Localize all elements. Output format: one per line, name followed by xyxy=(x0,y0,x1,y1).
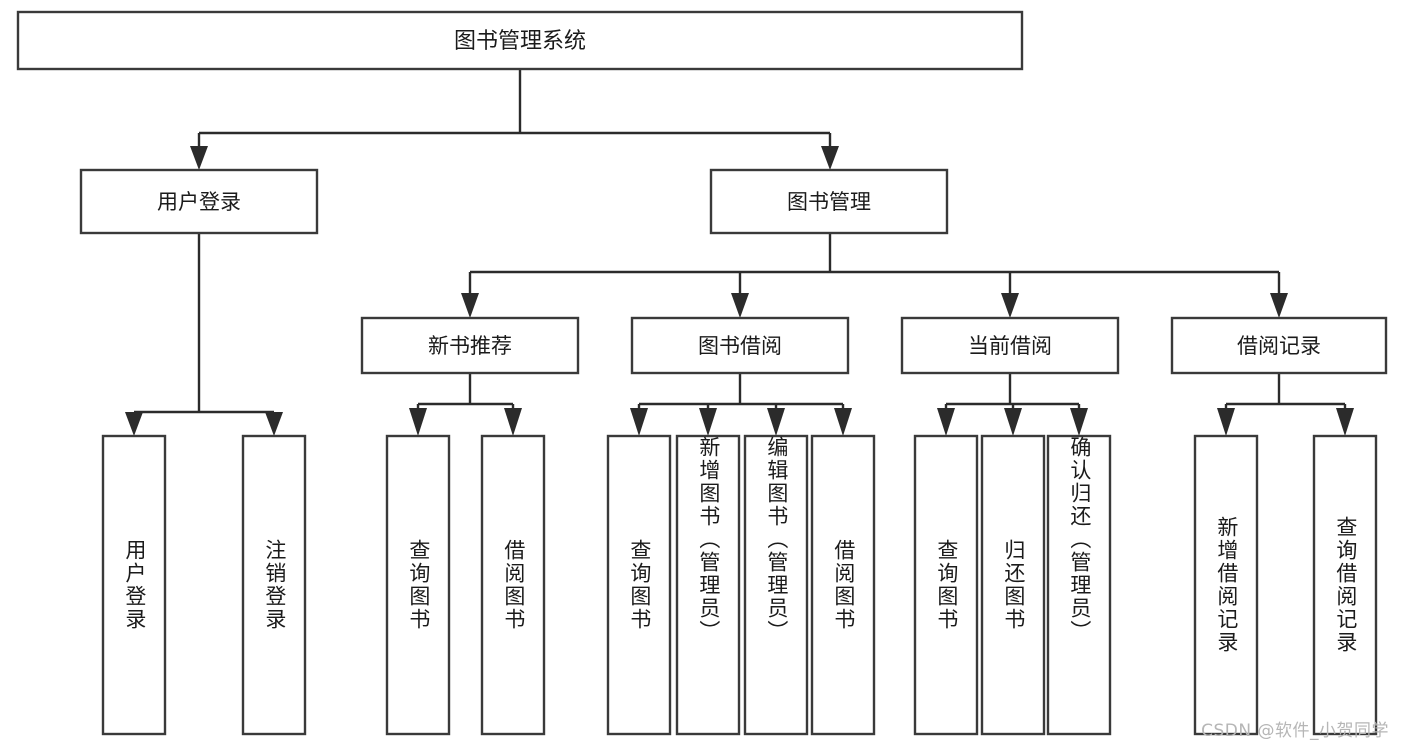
leaf-box-borrow-records-1[interactable] xyxy=(1312,434,1378,736)
arrow-current-borrow-leaf-1 xyxy=(937,408,955,436)
leaf-box-new-book-1[interactable] xyxy=(480,434,546,736)
label-book-borrow: 图书借阅 xyxy=(698,334,782,358)
arrow-new-book-leaf-2 xyxy=(504,408,522,436)
label-borrow-records: 借阅记录 xyxy=(1237,334,1321,358)
arrow-book-borrow-leaf-1 xyxy=(630,408,648,436)
leaf-box-new-book-0[interactable] xyxy=(385,434,451,736)
label-user-login: 用户登录 xyxy=(157,190,241,214)
node-label-group: 图书管理系统 用户登录 图书管理 新书推荐 图书借阅 当前借阅 借阅记录 xyxy=(157,29,1321,358)
arrow-new-book-leaf-1 xyxy=(409,408,427,436)
leaf-box-current-borrow-0[interactable] xyxy=(913,434,979,736)
arrow-current-borrow-leaf-3 xyxy=(1070,408,1088,436)
label-current-borrow: 当前借阅 xyxy=(968,334,1052,358)
node-current-borrow[interactable] xyxy=(900,316,1120,375)
leaf-box-book-borrow-1[interactable] xyxy=(675,434,741,736)
leaf-box-user-login-1[interactable] xyxy=(241,434,307,736)
arrow-borrow-records-leaf-1 xyxy=(1217,408,1235,436)
leaf-box-book-borrow-3[interactable] xyxy=(810,434,876,736)
node-book-borrow[interactable] xyxy=(630,316,850,375)
arrow-book-borrow-leaf-2 xyxy=(699,408,717,436)
arrow-to-borrow-records xyxy=(1270,293,1288,318)
label-book-management: 图书管理 xyxy=(787,190,871,214)
leaf-box-book-borrow-2[interactable] xyxy=(743,434,809,736)
leaf-box-current-borrow-1[interactable] xyxy=(980,434,1046,736)
leaf-box-user-login-0[interactable] xyxy=(101,434,167,736)
arrow-book-borrow-leaf-3 xyxy=(767,408,785,436)
node-box-group xyxy=(16,10,1388,736)
arrow-root-to-book-mgmt xyxy=(821,146,839,170)
leaf-box-current-borrow-2[interactable] xyxy=(1046,434,1112,736)
leaf-box-book-borrow-0[interactable] xyxy=(606,434,672,736)
arrow-book-borrow-leaf-4 xyxy=(834,408,852,436)
node-borrow-records[interactable] xyxy=(1170,316,1388,375)
arrow-to-leaf-logout xyxy=(265,412,283,436)
label-root-system: 图书管理系统 xyxy=(454,29,586,54)
leaf-box-borrow-records-0[interactable] xyxy=(1193,434,1259,736)
node-book-management[interactable] xyxy=(709,168,949,235)
label-new-book-recommend: 新书推荐 xyxy=(428,334,512,358)
arrow-to-new-book-recommend xyxy=(461,293,479,318)
arrow-current-borrow-leaf-2 xyxy=(1004,408,1022,436)
arrow-to-book-borrow xyxy=(731,293,749,318)
node-user-login[interactable] xyxy=(79,168,319,235)
arrow-root-to-user-login xyxy=(190,146,208,170)
node-root-system[interactable] xyxy=(16,10,1024,71)
arrow-to-current-borrow xyxy=(1001,293,1019,318)
arrow-borrow-records-leaf-2 xyxy=(1336,408,1354,436)
connector-group xyxy=(125,69,1354,436)
node-new-book-recommend[interactable] xyxy=(360,316,580,375)
arrow-to-leaf-user-login xyxy=(125,412,143,436)
